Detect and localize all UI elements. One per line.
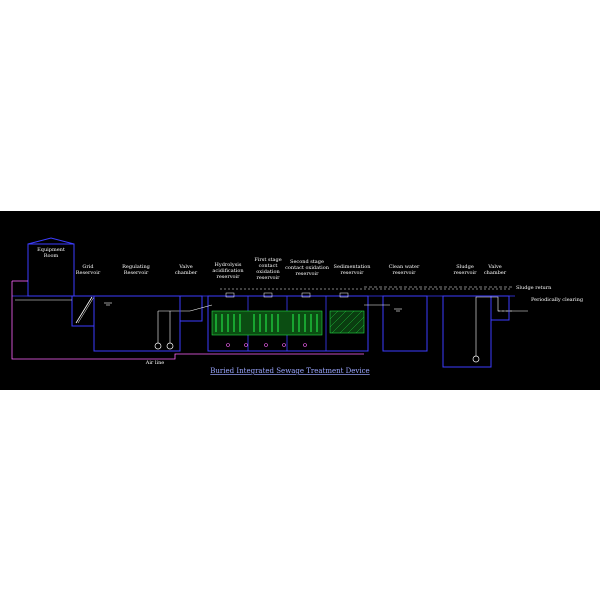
- valve-chamber-1-label-1: Valve: [178, 264, 193, 270]
- pump-icon: [154, 342, 162, 350]
- pump-icon: [472, 355, 480, 363]
- sediment-fill: [329, 310, 365, 334]
- second-stage-label-1: Second stage: [290, 259, 324, 265]
- clean-water-label-2: reservoir: [392, 270, 416, 276]
- first-stage-label-4: reservoir: [256, 275, 280, 281]
- grid-reservoir-label-1: Grid: [82, 264, 94, 270]
- diagram-title: Buried Integrated Sewage Treatment Devic…: [210, 367, 369, 375]
- hydrolysis-label-3: reservoir: [216, 274, 240, 280]
- valve-chamber-2-label-2: chamber: [484, 270, 507, 276]
- treatment-tank: Hydrolysis acidification reservoir First…: [207, 257, 510, 352]
- valve-chamber-2: Valve chamber: [484, 264, 510, 321]
- valve-chamber-1-label-2: chamber: [175, 270, 198, 276]
- regulating-reservoir-label-2: Reservoir: [124, 270, 149, 276]
- hydrolysis-label-1: Hydrolysis: [215, 262, 242, 268]
- first-stage-label-1: First stage: [254, 257, 281, 263]
- sedimentation-label-2: reservoir: [340, 270, 364, 276]
- valve-chamber-1: Valve chamber: [175, 264, 203, 322]
- biofilm-media: [211, 310, 323, 336]
- regulating-reservoir-label-1: Regulating: [122, 264, 151, 270]
- grid-reservoir-label-2: Reservoir: [76, 270, 101, 276]
- pump-icon: [166, 342, 174, 350]
- second-stage-label-3: reservoir: [295, 271, 319, 277]
- first-stage-label-2: contact: [259, 263, 278, 269]
- air-line-label: Air line: [145, 360, 165, 366]
- sludge-reservoir: Sludge reservoir: [442, 264, 492, 368]
- sludge-return-label: Sludge return: [516, 285, 552, 291]
- diagram-svg: Equipment Room Grid Reservoir Regulating…: [11, 237, 584, 375]
- hydrolysis-label-2: acidification: [212, 268, 244, 274]
- grid-reservoir: Grid Reservoir: [71, 264, 101, 327]
- sludge-reservoir-label-1: Sludge: [456, 264, 474, 270]
- clean-water-reservoir: Clean water reservoir: [382, 264, 428, 352]
- periodically-clearing-label: Periodically clearing: [531, 297, 584, 303]
- equipment-room-label-2: Room: [44, 253, 59, 259]
- sludge-reservoir-label-2: reservoir: [453, 270, 477, 276]
- clean-water-label-1: Clean water: [389, 264, 420, 270]
- valve-chamber-2-label-1: Valve: [487, 264, 502, 270]
- sedimentation-label-1: Sedimentation: [334, 264, 372, 270]
- equipment-room-label-1: Equipment: [37, 247, 65, 253]
- pipes: [11, 280, 528, 360]
- equipment-room: Equipment Room: [27, 237, 75, 297]
- regulating-reservoir: Regulating Reservoir: [93, 264, 190, 352]
- cad-drawing: Equipment Room Grid Reservoir Regulating…: [0, 211, 600, 390]
- first-stage-label-3: oxidation: [256, 269, 280, 275]
- second-stage-label-2: contact oxidation: [285, 265, 330, 271]
